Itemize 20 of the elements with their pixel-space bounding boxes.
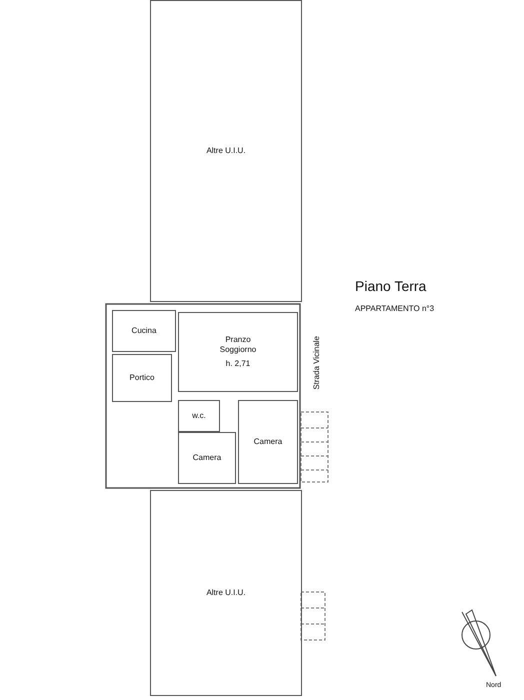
subtitle: APPARTAMENTO n°3 xyxy=(355,304,434,313)
room-label: Camera xyxy=(254,436,282,448)
room-label: Altre U.I.U. xyxy=(206,146,246,156)
room-label: Pranzo Soggiorno xyxy=(218,334,258,356)
room-label: Cucina xyxy=(132,326,156,336)
room-label: Altre U.I.U. xyxy=(206,588,246,598)
room xyxy=(178,432,236,484)
street-label: Strada Vicinale xyxy=(312,336,321,390)
room xyxy=(112,310,176,352)
room xyxy=(112,354,172,402)
room xyxy=(178,400,220,432)
room-label: h. 2,71 xyxy=(226,358,250,370)
room xyxy=(150,490,302,696)
room xyxy=(150,0,302,302)
room-label: w.c. xyxy=(192,410,206,422)
title: Piano Terra xyxy=(355,278,426,294)
room-label: Camera xyxy=(192,452,222,464)
room-label: Portico xyxy=(130,372,154,384)
room xyxy=(238,400,298,484)
room xyxy=(178,312,298,392)
